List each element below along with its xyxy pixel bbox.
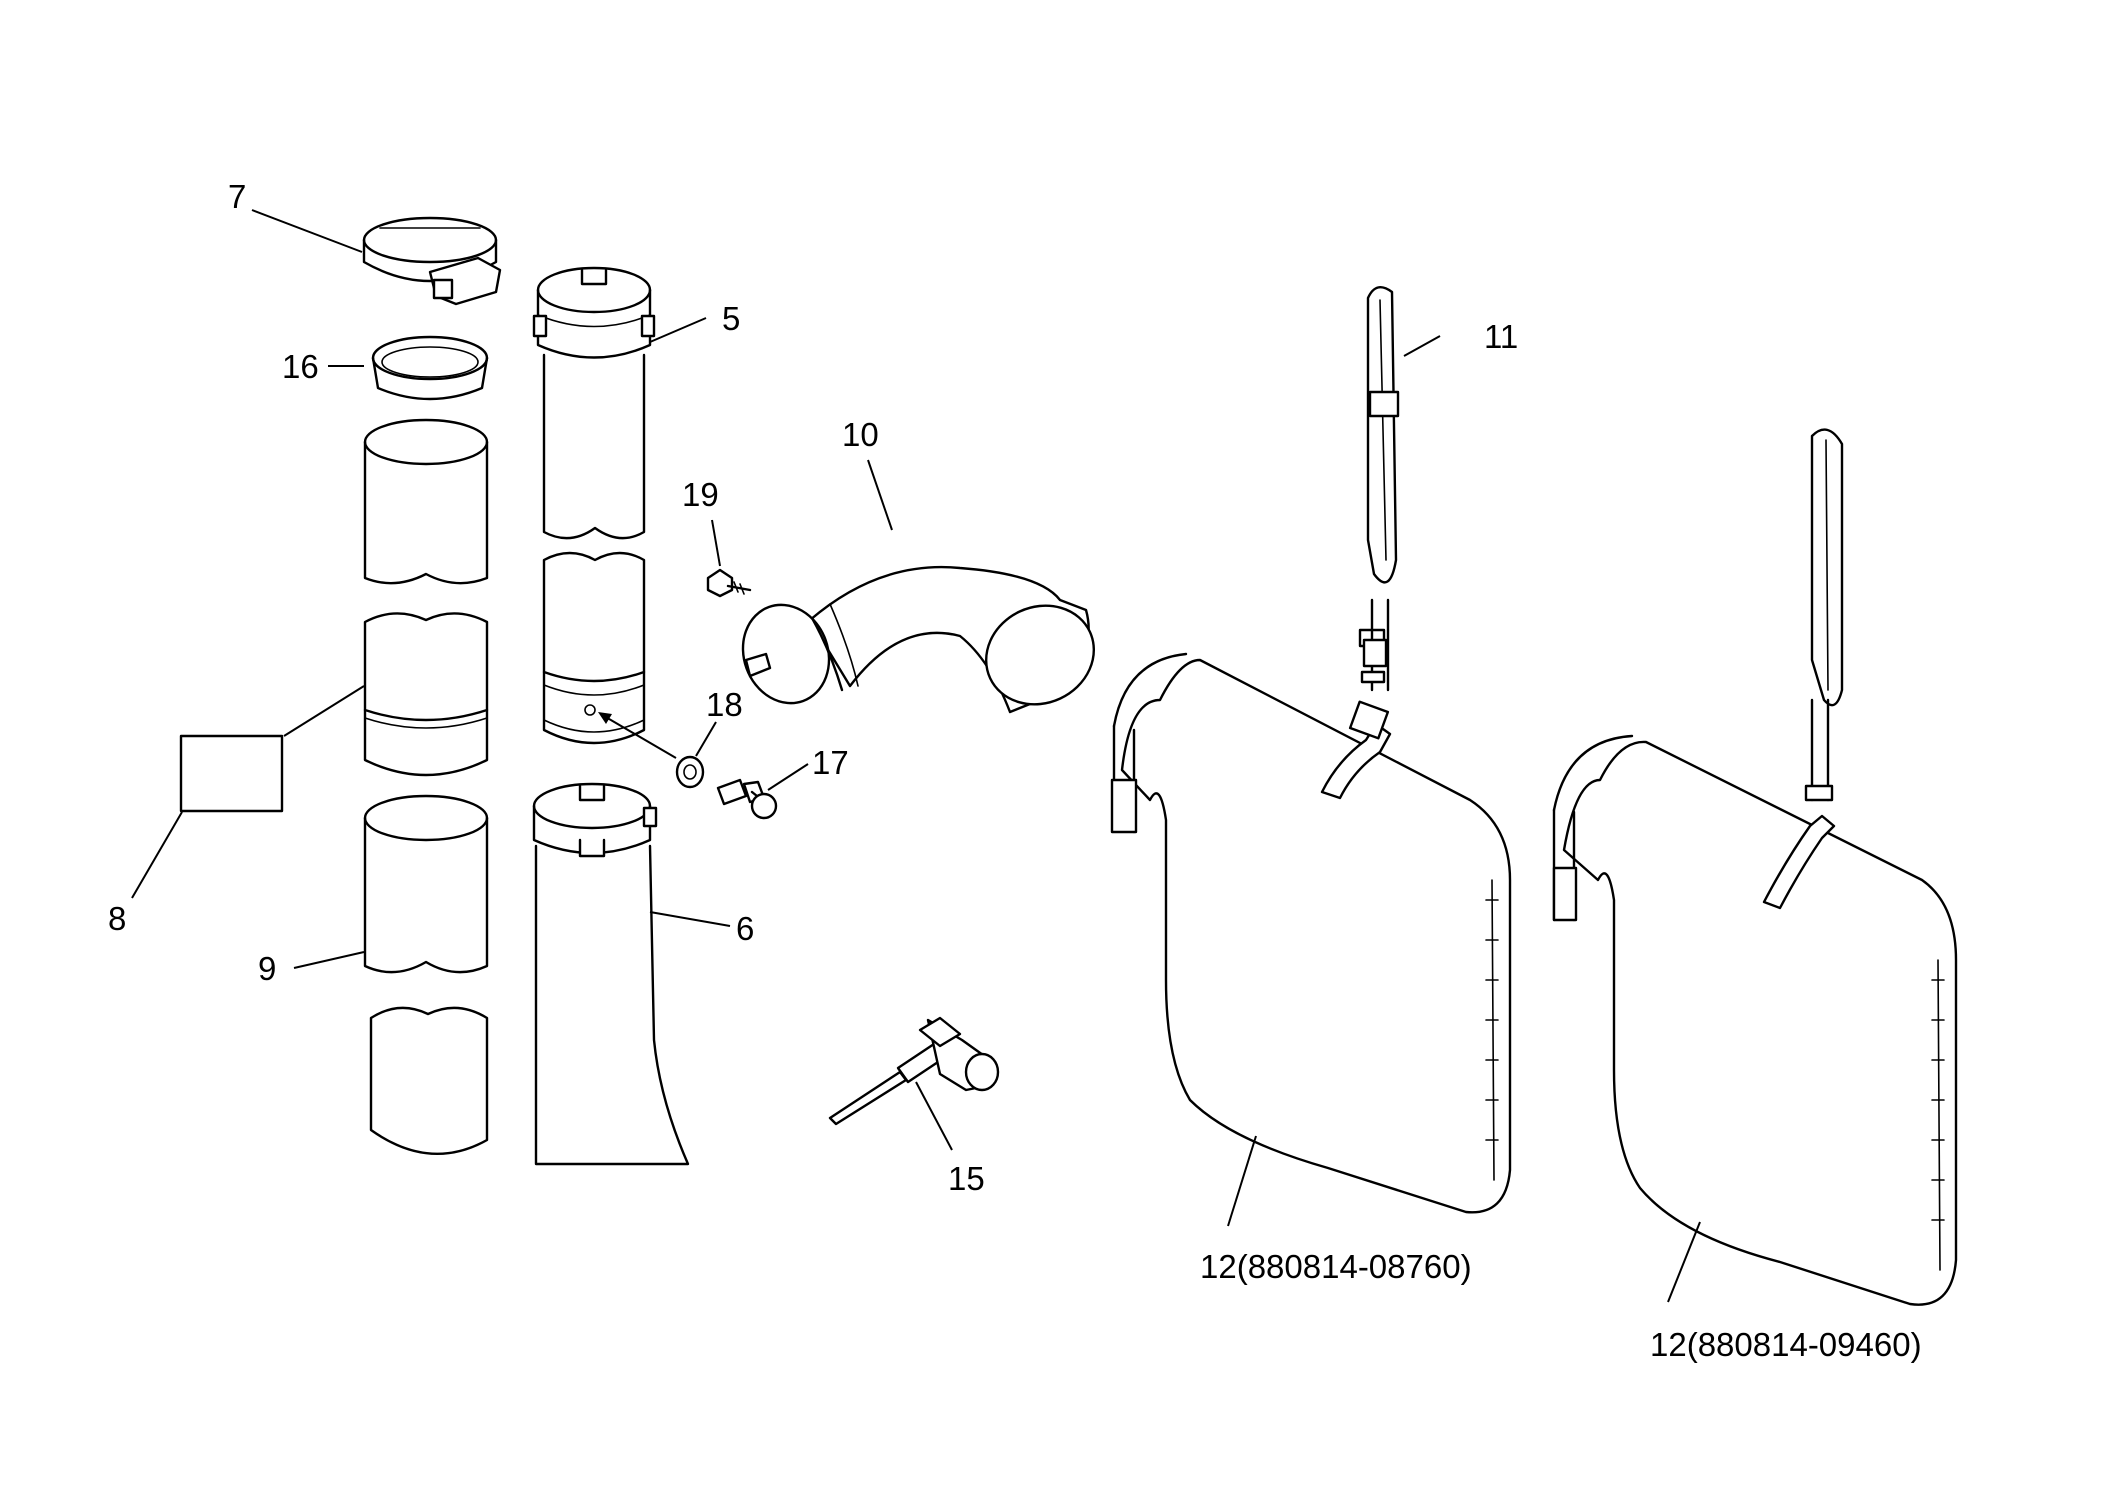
callout-16: 16 [282,348,319,385]
callout-17: 17 [812,744,849,781]
part-8-pipe-with-band [363,612,489,777]
part-8-label-box [179,734,284,813]
callout-15: 15 [948,1160,985,1197]
part-12-bag-09460 [1552,428,1958,1306]
part-12-bag-08760 [1110,652,1512,1214]
part-17-bolt [716,778,778,820]
part-10-elbow-pipe [741,565,1096,714]
callout-7: 7 [228,178,246,215]
part-16-collar [371,335,489,401]
callout-19: 19 [682,476,719,513]
callout-5: 5 [722,300,740,337]
leader-lines [131,209,1701,1303]
callout-6: 6 [736,910,754,947]
part-9-pipe-lower [363,794,489,974]
callout-9: 9 [258,950,276,987]
callout-11: 11 [1484,318,1518,355]
callout-10: 10 [842,416,879,453]
part-11-strap [1358,286,1400,692]
arrowhead-18 [598,712,612,724]
part-7-hose-clamp [362,216,502,306]
part-18-nut [675,755,705,789]
part-6-flat-nozzle [532,782,690,1166]
part-15-plug-wrench [828,1016,1000,1126]
part-5-pipe-lower [542,551,646,745]
part-9-pipe-upper [363,418,489,585]
callout-18: 18 [706,686,743,723]
callout-12-08760: 12(880814-08760) [1200,1248,1472,1285]
part-19-screw [706,568,752,598]
part-9-nozzle-round [369,1006,489,1156]
part-5-pipe-upper [532,266,656,540]
callout-12-09460: 12(880814-09460) [1650,1326,1922,1363]
callout-8: 8 [108,900,126,937]
